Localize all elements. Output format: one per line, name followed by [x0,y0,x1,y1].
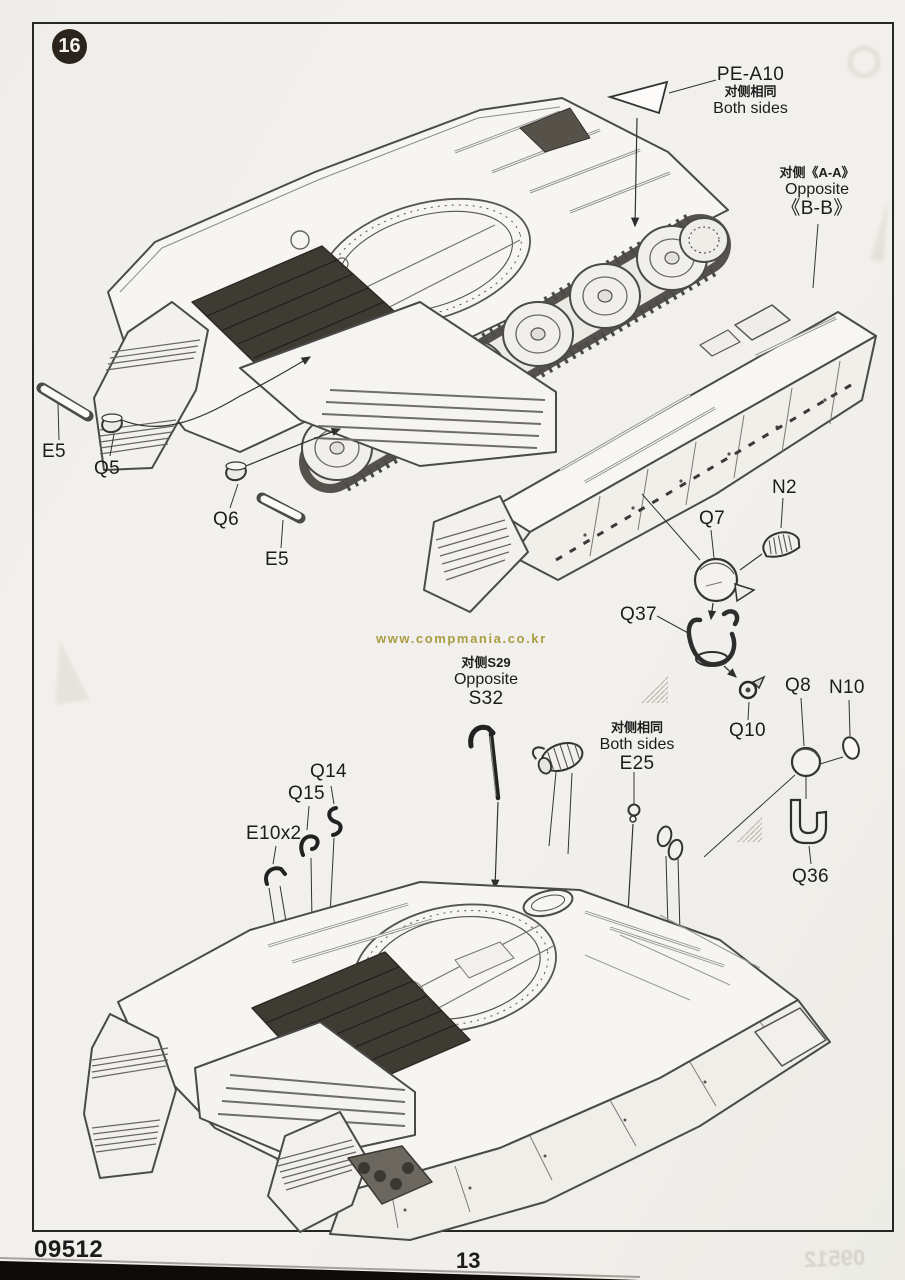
side-skirt-illustration [423,304,877,613]
part-e5-right-drawing [256,492,306,524]
part-e25-drawing [627,803,641,823]
part-n2-drawing [762,531,801,558]
part-label-e5-left: E5 [42,441,66,462]
part-q10-drawing [738,675,766,700]
note-cn-e25: 对侧相同 [610,720,663,735]
kit-number-showthrough: 09512 [803,1244,866,1273]
stowage-drum-drawing [532,742,584,775]
part-q8-drawing [790,746,822,778]
part-label-q8: Q8 [785,675,811,696]
part-q36-drawing [789,798,828,845]
note-cn-pe-a10: 对侧相同 [724,84,777,100]
part-label-q10: Q10 [729,720,766,741]
canister-parts-drawing [656,825,684,861]
part-label-q37: Q37 [620,604,657,625]
part-q37-drawing [686,609,740,667]
note-cn-opposite: 对侧《A-A》 [779,165,855,180]
part-q14-drawing [327,806,343,837]
note-en-e25: Both sides [599,735,675,753]
hatch-triangle-artifact [641,675,668,703]
page-border [32,22,894,1232]
part-label-n2: N2 [772,477,797,498]
part-pe-a10-drawing [606,80,669,115]
part-label-e25: E25 [619,753,655,775]
part-label-q14: Q14 [310,761,347,782]
kit-number: 09512 [34,1236,104,1263]
upper-callout-leaders [36,79,819,549]
part-n10-drawing [842,736,860,760]
scan-edge-band [0,1261,640,1280]
part-q7-drawing [693,557,756,603]
part-label-s32: S32 [468,688,504,710]
callout-e25: 对侧相同 Both sides E25 [587,720,687,775]
watermark-text: www.compmania.co.kr [376,631,547,646]
step-number-badge: 16 [52,29,87,64]
middle-parts-group [264,493,860,995]
page-number: 13 [456,1248,481,1273]
note-en-opposite: Opposite [784,180,850,198]
note-en-pe-a10: Both sides [713,99,788,117]
part-q15-drawing [299,834,320,857]
note-cn-s32: 对侧S29 [461,655,511,670]
upper-hull-illustration [93,97,731,493]
part-label-e5-right: E5 [265,549,289,570]
part-q5-drawing [101,413,123,434]
part-label-e10: E10x2 [246,823,302,844]
callout-s32: 对侧S29 Opposite S32 [436,655,536,710]
callout-opposite-ab: 对侧《A-A》 Opposite 《B-B》 [764,165,870,220]
part-s32-drawing [468,724,501,801]
part-label-q6: Q6 [213,509,239,530]
part-label-pe-a10: PE-A10 [716,64,785,85]
part-e5-left-drawing [36,382,94,422]
callout-pe-a10: PE-A10 对侧相同 Both sides [688,64,813,118]
part-label-q5: Q5 [94,458,120,479]
lower-hull-illustration [83,881,831,1241]
part-label-q15: Q15 [288,783,325,804]
show-through-artifacts [55,45,888,705]
hatch-triangle-artifact [735,814,762,842]
note-en-s32: Opposite [453,670,519,688]
part-e10-drawing [264,866,287,886]
note-ref-opposite: 《B-B》 [781,198,853,220]
part-q6-drawing [225,461,247,482]
part-label-n10: N10 [829,677,865,698]
part-label-q7: Q7 [699,508,725,529]
part-label-q36: Q36 [792,866,829,887]
